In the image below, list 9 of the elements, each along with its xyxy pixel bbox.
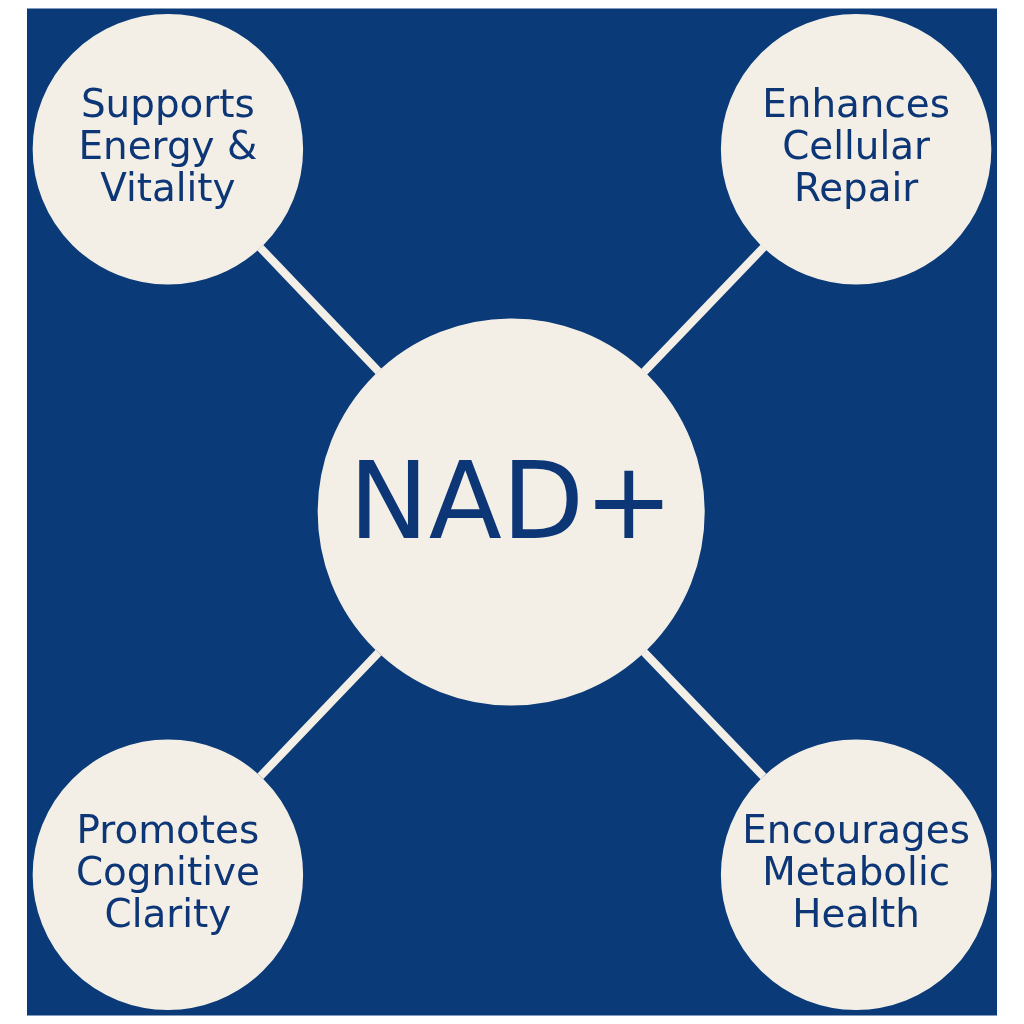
connector [257, 649, 382, 780]
connector [641, 649, 767, 780]
node-circle: Promotes Cognitive Clarity [32, 739, 304, 1010]
node-circle: Encourages Metabolic Health [720, 739, 992, 1010]
connector [257, 244, 382, 375]
node-circle: Enhances Cellular Repair [720, 14, 992, 285]
connector [641, 244, 767, 375]
node-circle: NAD+ [317, 318, 705, 706]
node-circle: Supports Energy & Vitality [32, 14, 304, 285]
